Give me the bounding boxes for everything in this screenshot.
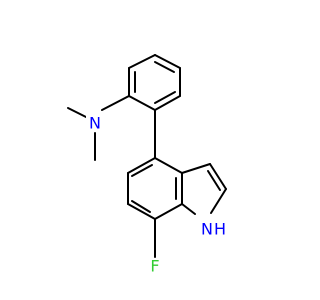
bond [181, 163, 211, 174]
molecule-structure: N N H [67, 54, 236, 276]
fluorine-atom-label: F [150, 257, 159, 276]
phenyl-ring [128, 54, 181, 111]
bond [128, 54, 156, 69]
double-bond-inner [154, 91, 176, 104]
bond [154, 54, 181, 69]
nitrogen-atom-label: N [89, 114, 101, 133]
double-bond-inner [154, 61, 175, 73]
atom-background [145, 258, 165, 276]
bond [154, 95, 181, 111]
indole-nitrogen-label: N [201, 220, 213, 239]
indole-hydrogen-label: H [214, 220, 226, 239]
bond [128, 95, 156, 111]
fluorine-substituent: F [145, 218, 165, 276]
bond [101, 95, 130, 111]
bond [209, 163, 227, 190]
bond [127, 157, 156, 174]
bond [127, 203, 156, 220]
atom-background [86, 114, 104, 132]
double-bond-inner [131, 164, 153, 177]
indole-benzene-ring [127, 157, 183, 220]
bond [154, 157, 183, 174]
atom-background [194, 218, 236, 238]
double-bond-inner [131, 200, 151, 213]
bond [154, 203, 183, 220]
bond [67, 107, 89, 119]
bond [210, 188, 227, 214]
dimethylamino-group: N [67, 95, 130, 161]
pyrrole-ring: N H [181, 163, 236, 239]
bond [181, 203, 196, 215]
double-bond-inner [207, 170, 221, 191]
molecule-canvas: N N H [67, 54, 236, 276]
